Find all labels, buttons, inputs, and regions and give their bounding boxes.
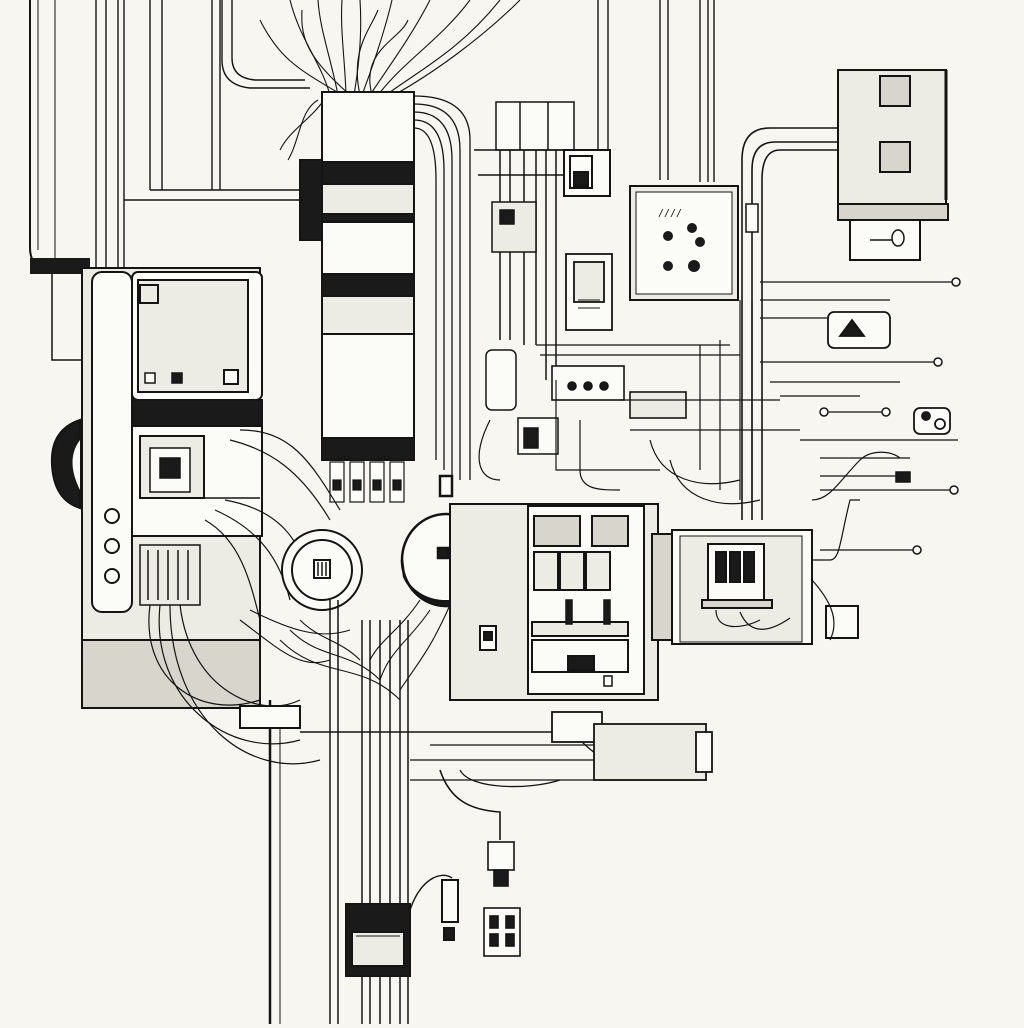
meter-tag: //// [658,208,682,219]
indicator-light-icon [171,372,183,384]
trunk-fanout [239,599,451,701]
left-wire-loops [148,429,341,765]
probe-tips [819,277,961,555]
switch-icon [223,369,239,385]
relay-module [139,447,260,606]
right-sensor-pod [827,311,951,435]
relay-cabinet-wiring [715,451,901,641]
connector-icon [870,229,905,247]
terminal-strip [551,365,687,419]
switch-icon [139,284,159,304]
lower-junction-box [551,711,713,781]
middle-wire-routing [478,300,800,505]
small-relay-left [485,349,559,455]
top-right-enclosure [837,69,949,261]
breaker-cabinet [449,503,673,701]
central-terminal-block [329,461,405,503]
indicator-light-icon [663,223,705,272]
round-canister-left [281,529,363,611]
left-frame-black-bar [30,258,90,274]
plug-icon [345,903,411,977]
left-bump-highlight [72,440,80,490]
switch-icon [563,149,611,197]
upper-middle-bracket [474,101,600,380]
meter-panel [629,185,739,301]
switch-plate [483,907,521,957]
conduit-clamp [745,203,759,233]
knob-icon [104,508,120,584]
small-canister [409,874,459,941]
central-cabinet [299,91,415,461]
breaker-icon [565,599,613,687]
central-cabinet-side-cables [413,95,471,480]
indicator-light-icon [144,372,156,384]
door-panel [565,253,613,331]
top-cable-bundle [259,0,521,161]
relay-cabinet [671,529,859,645]
top-conduits [95,0,715,268]
top-right-conduit [741,127,838,520]
small-relay-upper [491,201,537,253]
left-cabinet-side-bump [50,418,81,510]
right-probe-leads [760,281,958,551]
